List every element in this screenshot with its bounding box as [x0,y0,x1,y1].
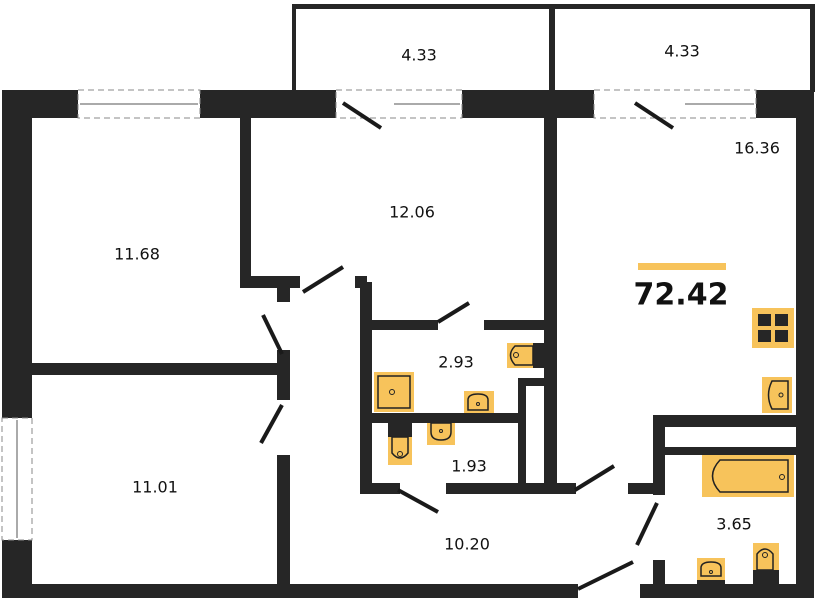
room-area-bathroom: 3.65 [716,514,752,534]
doors [259,101,675,591]
bathtub-icon [702,455,794,497]
room-area-balcony-left: 4.33 [401,45,437,65]
washbasin-icon-wc1 [464,391,494,413]
room-area-kitchen-living: 16.36 [734,138,780,158]
walls [2,4,815,598]
room-area-toilet: 1.93 [451,456,487,476]
toilet-icon-wc2 [388,423,412,465]
toilet-icon-wc1 [507,343,545,368]
room-area-balcony-right: 4.33 [664,41,700,61]
room-area-bedroom-center: 12.06 [389,202,435,222]
room-area-hallway: 10.20 [444,534,490,554]
kitchen-sink-icon [762,377,792,413]
stove-icon [752,308,794,348]
total-area-bar [638,263,726,270]
windows [1,89,757,541]
toilet-icon-bath [753,543,779,584]
room-area-bedroom-top-left: 11.68 [114,244,160,264]
shower-icon [374,372,414,412]
total-area: 72.42 [633,277,729,313]
washbasin-icon-wc2 [427,422,455,445]
washbasin-icon-bath [697,558,725,584]
room-area-bedroom-bottom-left: 11.01 [132,477,178,497]
room-area-bathroom-wc: 2.93 [438,352,474,372]
fixtures [374,308,794,584]
window-panes [16,103,754,538]
